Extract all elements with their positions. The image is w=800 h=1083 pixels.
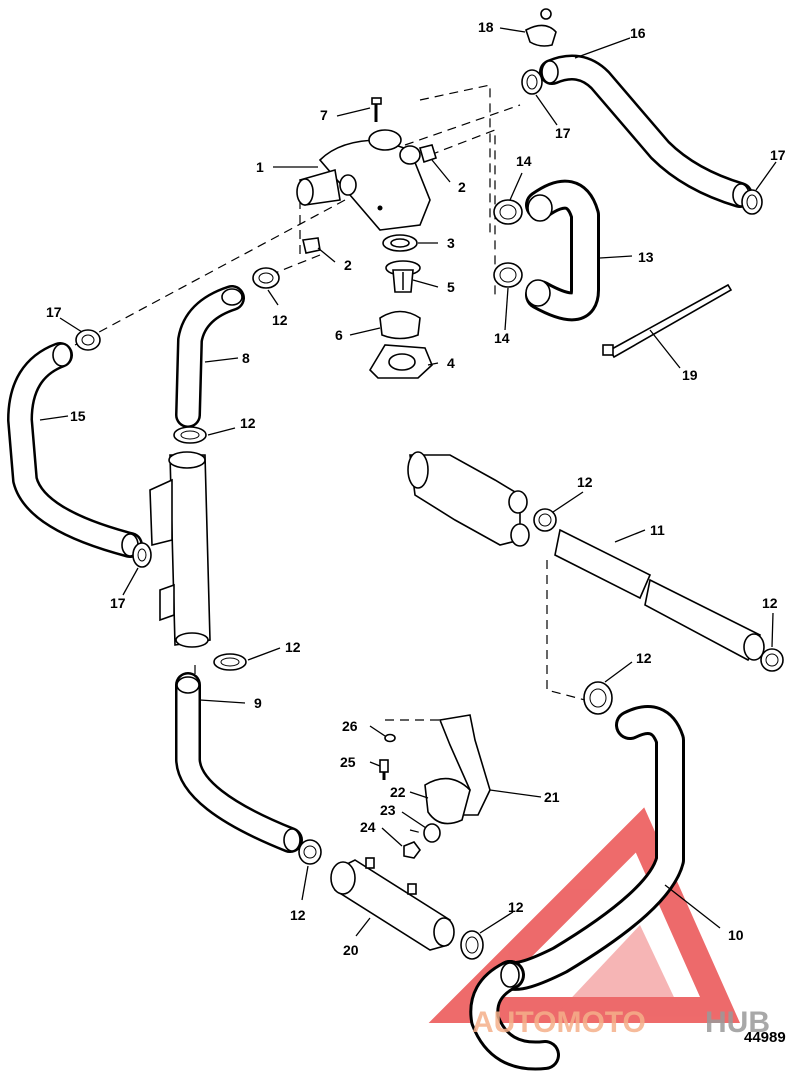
plug-2-upper (419, 144, 437, 164)
thermostat-housing (296, 129, 431, 231)
bracket-21 (424, 714, 491, 825)
clamp-12-g (298, 839, 322, 865)
callout-5: 5 (447, 279, 455, 295)
callout-9: 9 (254, 695, 262, 711)
clamp-14-upper (493, 199, 523, 225)
oil-cooler-20 (330, 857, 455, 951)
hose-16 (539, 54, 753, 208)
screw-25 (379, 759, 389, 780)
figure-id: 44989 (744, 1029, 786, 1046)
callout-4: 4 (447, 355, 455, 371)
cable-tie-19 (602, 283, 733, 359)
callout-23: 23 (380, 802, 396, 818)
callout-17-left-top: 17 (46, 304, 62, 320)
callout-12-f: 12 (636, 650, 652, 666)
y-fitting (407, 451, 530, 547)
callout-22: 22 (390, 784, 406, 800)
hose-9 (175, 672, 303, 853)
clamp-14-lower (493, 262, 523, 288)
callout-2-upper: 2 (458, 179, 466, 195)
callout-8: 8 (242, 350, 250, 366)
callout-17-left-bottom: 17 (110, 595, 126, 611)
clip-18 (525, 8, 557, 47)
hose-clamps (75, 69, 784, 960)
spacer-23 (423, 823, 441, 843)
hose-15 (7, 342, 143, 558)
hose-13 (525, 179, 600, 322)
hose-10 (469, 705, 685, 1071)
callouts: 1 2 2 3 4 5 6 7 8 9 10 11 12 12 12 12 12… (46, 19, 786, 958)
callout-12-h: 12 (508, 899, 524, 915)
clamp-12-f (583, 681, 613, 715)
callout-21: 21 (544, 789, 560, 805)
callout-26: 26 (342, 718, 358, 734)
callout-12-g: 12 (290, 907, 306, 923)
watermark-logo (428, 807, 741, 1023)
sleeve-6 (379, 310, 421, 340)
clamp-17-right (741, 189, 763, 215)
callout-10: 10 (728, 927, 744, 943)
callout-12-c: 12 (285, 639, 301, 655)
callout-14-upper: 14 (516, 153, 532, 169)
callout-3: 3 (447, 235, 455, 251)
callout-12-a: 12 (272, 312, 288, 328)
watermark-text: AUTOMOTO HUB (472, 1006, 770, 1039)
thermostat-5 (385, 260, 421, 293)
gasket-4 (368, 344, 433, 379)
callout-12-d: 12 (577, 474, 593, 490)
watermark-text-a: AUTOMOTO (472, 1006, 646, 1039)
callout-12-b: 12 (240, 415, 256, 431)
callout-14-lower: 14 (494, 330, 510, 346)
clamp-12-e (760, 648, 784, 672)
hose-8 (175, 285, 245, 428)
hose-11 (554, 528, 765, 662)
callout-7: 7 (320, 107, 328, 123)
clamp-12-d (533, 508, 557, 532)
gasket-3 (382, 234, 418, 252)
callout-12-e: 12 (762, 595, 778, 611)
clamp-12-a (252, 267, 280, 289)
callout-2-lower: 2 (344, 257, 352, 273)
callout-17-top: 17 (555, 125, 571, 141)
clamp-12-h (460, 930, 484, 960)
watermark-text-b: HUB (705, 1006, 770, 1039)
callout-1: 1 (256, 159, 264, 175)
clamp-17-left-bottom (132, 542, 152, 568)
clamp-12-c (213, 653, 247, 671)
bolt-7 (371, 97, 382, 122)
callout-15: 15 (70, 408, 86, 424)
clamp-17-left-top (75, 329, 101, 351)
assembly-lines (74, 84, 586, 836)
clamp-12-b (173, 426, 207, 444)
nut-24 (403, 841, 421, 859)
heat-exchanger (149, 451, 211, 648)
leader-lines (39, 27, 777, 937)
callout-16: 16 (630, 25, 646, 41)
callout-20: 20 (343, 942, 359, 958)
callout-11: 11 (650, 522, 665, 538)
callout-13: 13 (638, 249, 654, 265)
callout-17-right: 17 (770, 147, 786, 163)
plug-2-lower (302, 237, 321, 254)
washer-26 (384, 733, 396, 743)
callout-19: 19 (682, 367, 698, 383)
callout-25: 25 (340, 754, 356, 770)
callout-24: 24 (360, 819, 376, 835)
callout-18: 18 (478, 19, 494, 35)
callout-6: 6 (335, 327, 343, 343)
clamp-17-top (521, 69, 543, 95)
